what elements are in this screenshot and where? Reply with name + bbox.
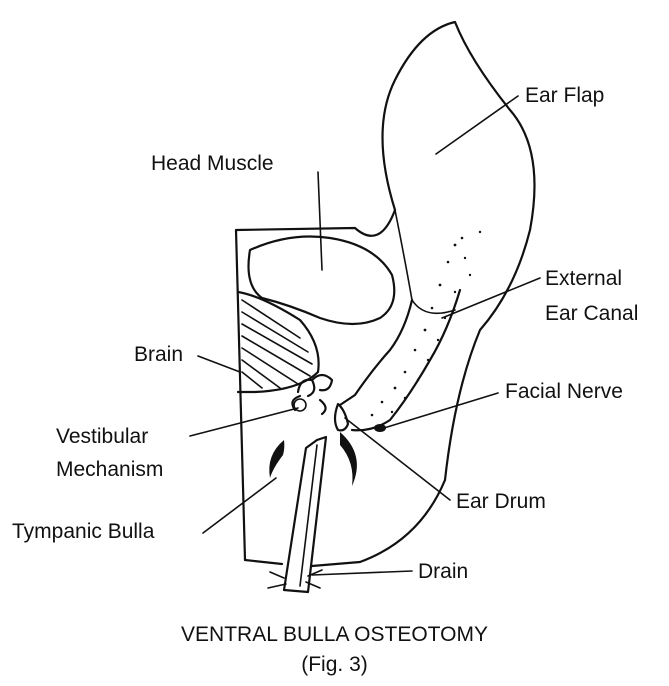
label-drain: Drain bbox=[418, 560, 468, 584]
label-external-ear-canal-line1: External bbox=[545, 267, 622, 291]
ear-flap-inner bbox=[395, 210, 455, 313]
label-vestibular-line1: Vestibular bbox=[56, 425, 148, 449]
label-vestibular-line2: Mechanism bbox=[56, 458, 163, 482]
caption-title: VENTRAL BULLA OSTEOTOMY bbox=[0, 622, 669, 648]
ear-canal-upper bbox=[340, 300, 412, 405]
label-ear-drum: Ear Drum bbox=[456, 490, 546, 514]
bulla-left-bracket bbox=[269, 440, 284, 478]
label-brain: Brain bbox=[134, 343, 183, 367]
drain-tube bbox=[284, 437, 326, 592]
brain-folds bbox=[242, 300, 312, 388]
brain-shape bbox=[238, 292, 319, 392]
label-ear-flap: Ear Flap bbox=[525, 84, 604, 108]
caption-fig: (Fig. 3) bbox=[0, 652, 669, 678]
drain-suture bbox=[268, 570, 322, 588]
head-outline-bottom bbox=[245, 480, 445, 566]
head-outline bbox=[236, 210, 395, 560]
label-head-muscle: Head Muscle bbox=[151, 152, 274, 176]
label-facial-nerve: Facial Nerve bbox=[505, 380, 623, 404]
ear-drum-shape bbox=[335, 404, 348, 430]
ear-flap-outline bbox=[383, 22, 535, 480]
canal-stipple bbox=[371, 231, 481, 417]
label-tympanic-bulla: Tympanic Bulla bbox=[12, 520, 154, 544]
bulla-right-bracket bbox=[340, 432, 357, 486]
label-external-ear-canal-line2: Ear Canal bbox=[545, 302, 638, 326]
